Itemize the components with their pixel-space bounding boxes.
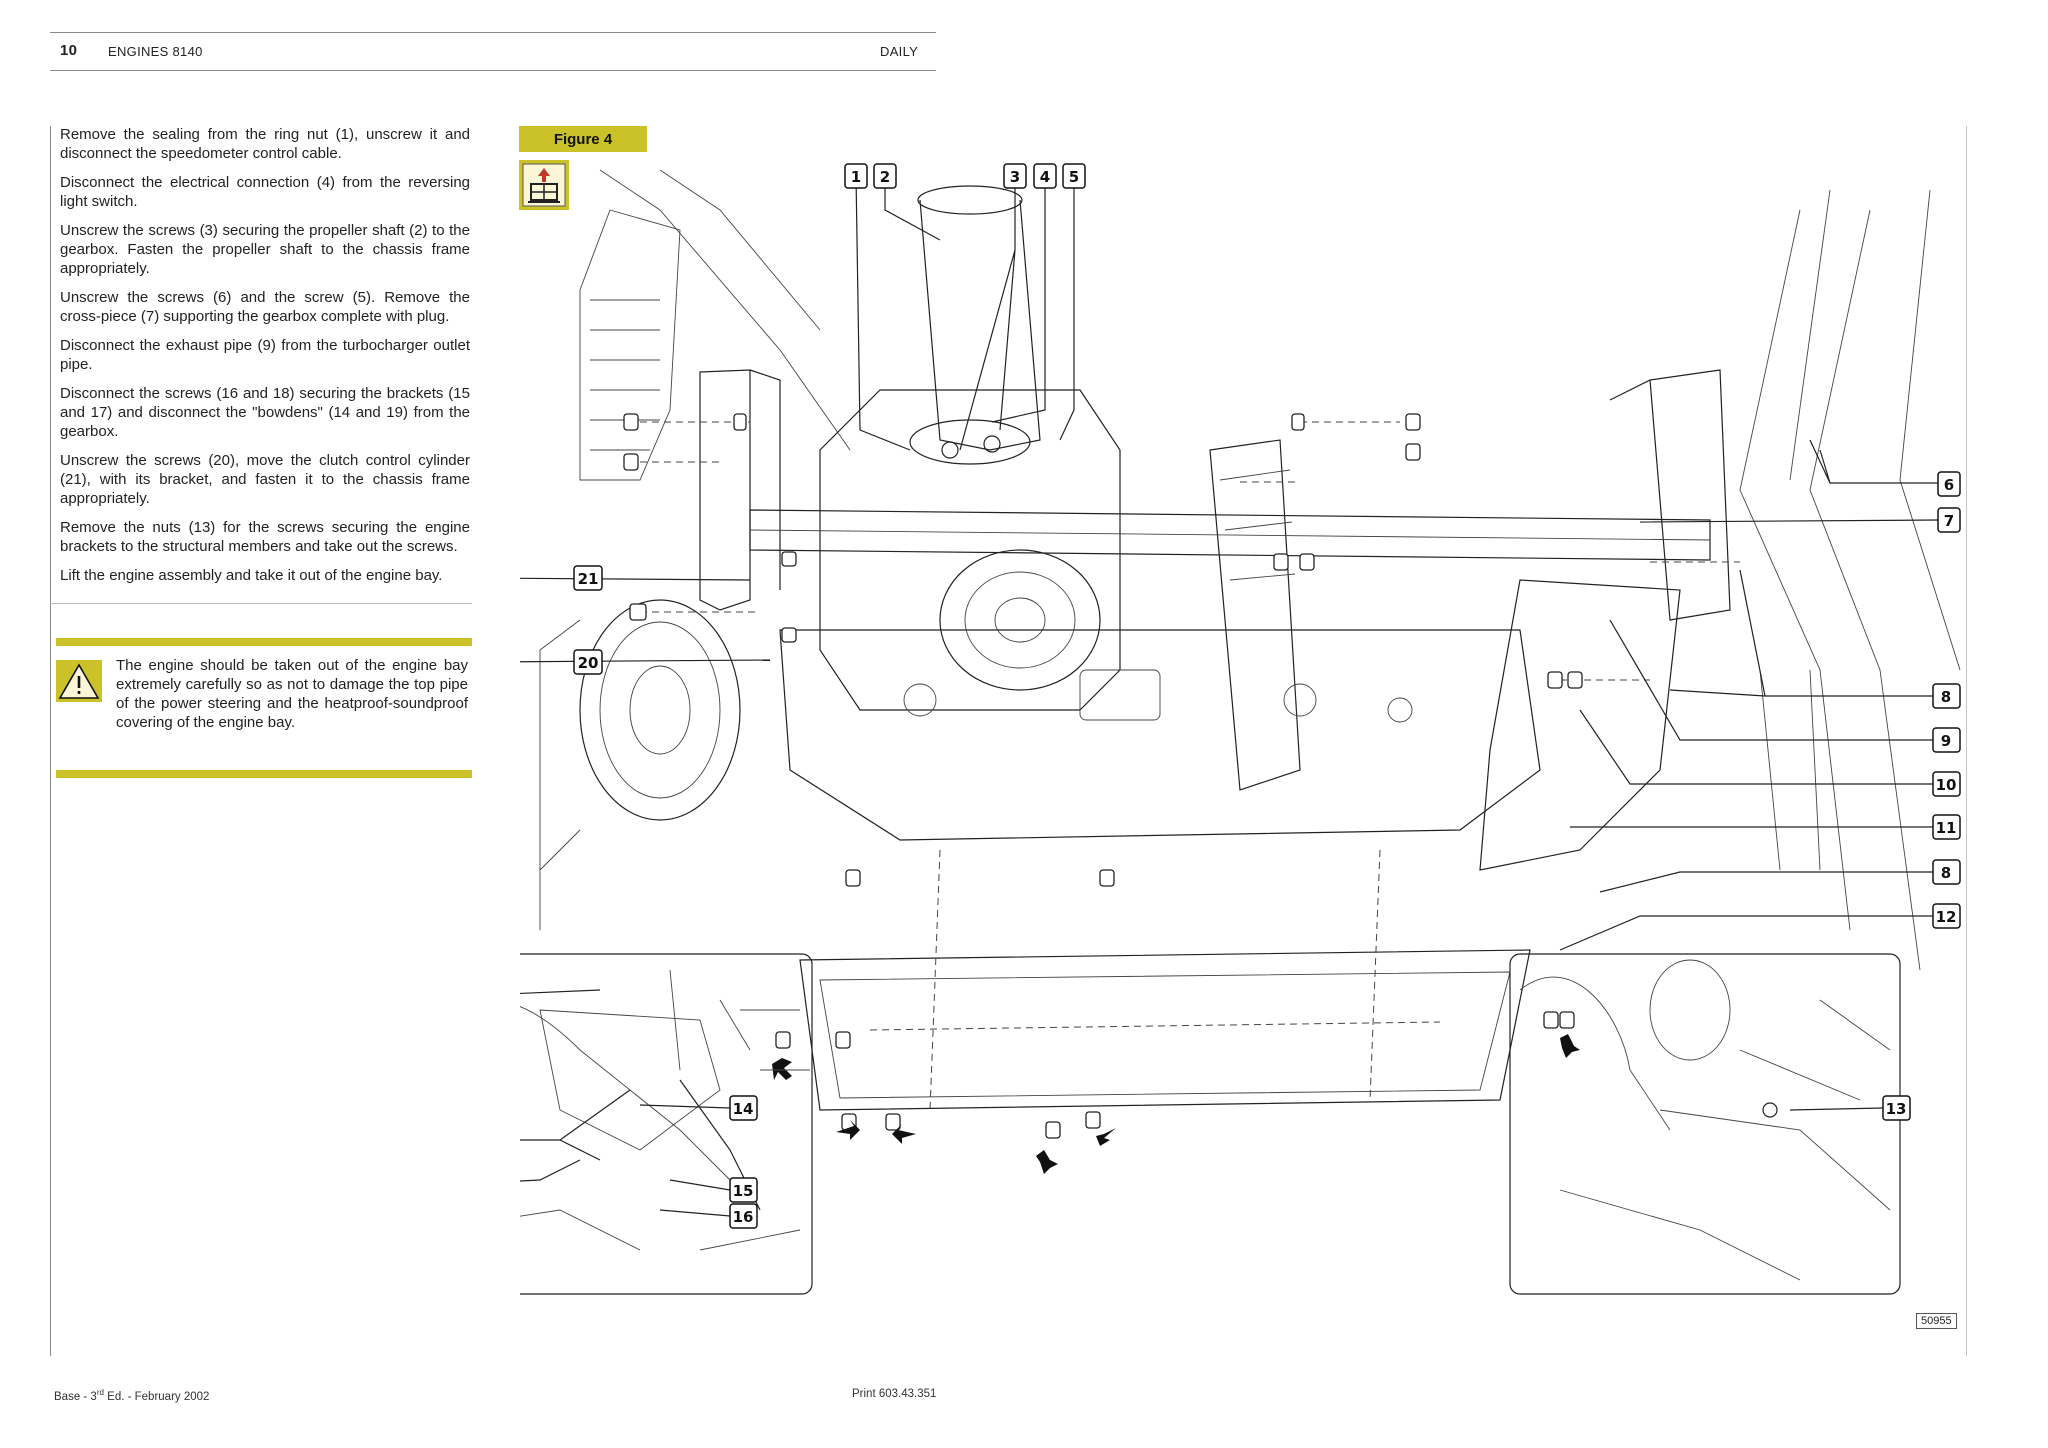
svg-text:16: 16 [733, 1208, 754, 1226]
edition-footer: Base - 3rd Ed. - February 2002 [54, 1388, 209, 1403]
left-margin-rule [50, 126, 51, 1356]
svg-text:21: 21 [578, 570, 599, 588]
callout-5: 5 [1062, 163, 1086, 189]
instruction-paragraph: Remove the sealing from the ring nut (1)… [60, 126, 470, 162]
text-divider [50, 603, 472, 604]
svg-text:12: 12 [1936, 908, 1957, 926]
header-top-rule [50, 32, 936, 33]
bolt-symbols [623, 413, 1583, 1139]
warning-text: The engine should be taken out of the en… [116, 657, 468, 731]
callout-13: 13 [1882, 1095, 1911, 1121]
instruction-paragraph: Remove the nuts (13) for the screws secu… [60, 519, 470, 555]
svg-text:20: 20 [578, 654, 599, 672]
inset-callout-leaders [520, 989, 1884, 1217]
callout-10: 10 [1932, 771, 1961, 797]
instruction-paragraph: Unscrew the screws (6) and the screw (5)… [60, 289, 470, 325]
warning-triangle-icon [56, 660, 102, 702]
callout-6: 6 [1937, 471, 1961, 497]
instruction-paragraph: Disconnect the exhaust pipe (9) from the… [60, 337, 470, 373]
svg-text:9: 9 [1941, 732, 1951, 750]
callout-8-lower: 8 [1932, 859, 1961, 885]
callout-7: 7 [1937, 507, 1961, 533]
detail-inset-left [520, 953, 813, 1295]
callout-14: 14 [729, 1095, 758, 1121]
svg-text:5: 5 [1069, 168, 1079, 186]
instruction-paragraph: Lift the engine assembly and take it out… [60, 567, 443, 584]
right-margin-rule [1966, 126, 1967, 1356]
callout-20: 20 [573, 649, 603, 675]
callout-9: 9 [1932, 727, 1961, 753]
cross-piece-drawing [749, 509, 1711, 561]
svg-text:10: 10 [1936, 776, 1957, 794]
svg-text:4: 4 [1040, 168, 1050, 186]
svg-text:13: 13 [1886, 1100, 1907, 1118]
instruction-paragraph: Disconnect the screws (16 and 18) securi… [60, 385, 470, 440]
callout-15: 15 [729, 1177, 758, 1203]
callout-12: 12 [1932, 903, 1961, 929]
figure-code: 50955 [1916, 1313, 1957, 1329]
page-number: 10 [60, 42, 78, 59]
svg-text:1: 1 [851, 168, 861, 186]
edition-suffix: Ed. - February 2002 [103, 1390, 210, 1403]
callout-4: 4 [1033, 163, 1057, 189]
engine-removal-icon [519, 160, 569, 210]
svg-text:15: 15 [733, 1182, 754, 1200]
callout-2: 2 [873, 163, 897, 189]
engine-removal-diagram: 1 2 3 4 5 6 7 8 9 10 11 8 12 13 14 15 16… [520, 163, 1961, 1295]
section-title: ENGINES 8140 [108, 44, 203, 59]
callout-1: 1 [844, 163, 868, 189]
sump-guard-drawing [799, 849, 1531, 1111]
propeller-shaft-drawing [909, 185, 1041, 465]
callout-8: 8 [1932, 683, 1961, 709]
svg-text:7: 7 [1944, 512, 1954, 530]
svg-text:8: 8 [1941, 688, 1951, 706]
warning-top-bar [56, 638, 472, 646]
chassis-frame-drawing [579, 169, 1961, 1071]
instruction-paragraph: Disconnect the electrical connection (4)… [60, 174, 470, 210]
arrow-icons [772, 1034, 1580, 1174]
callout-16: 16 [729, 1203, 758, 1229]
callout-21: 21 [573, 565, 603, 591]
right-bracket-drawing [1609, 369, 1731, 621]
figure-label: Figure 4 [519, 126, 647, 152]
model-name: DAILY [880, 44, 919, 59]
callout-leaders [520, 174, 1939, 951]
warning-note: The engine should be taken out of the en… [56, 638, 472, 778]
gearbox-drawing [819, 389, 1301, 791]
callout-11: 11 [1932, 814, 1961, 840]
edition-superscript: rd [96, 1388, 104, 1397]
left-bracket-drawing [699, 369, 781, 611]
support-plate-drawing [779, 629, 1541, 841]
svg-text:2: 2 [880, 168, 890, 186]
edition-prefix: Base - 3 [54, 1390, 97, 1403]
svg-text:6: 6 [1944, 476, 1954, 494]
warning-bottom-bar [56, 770, 472, 778]
left-callouts: 21 20 [573, 565, 603, 675]
instruction-paragraph: Unscrew the screws (20), move the clutch… [60, 452, 470, 507]
print-code: Print 603.43.351 [852, 1388, 937, 1400]
instruction-paragraph: Unscrew the screws (3) securing the prop… [60, 222, 470, 277]
header-bottom-rule [50, 70, 936, 71]
exhaust-bracket-drawing [1479, 579, 1681, 871]
svg-text:11: 11 [1936, 819, 1957, 837]
svg-text:14: 14 [733, 1100, 754, 1118]
wheel-drawing [539, 599, 741, 930]
callout-3: 3 [1003, 163, 1027, 189]
svg-text:8: 8 [1941, 864, 1951, 882]
svg-text:3: 3 [1010, 168, 1020, 186]
detail-inset-right [1509, 953, 1901, 1295]
